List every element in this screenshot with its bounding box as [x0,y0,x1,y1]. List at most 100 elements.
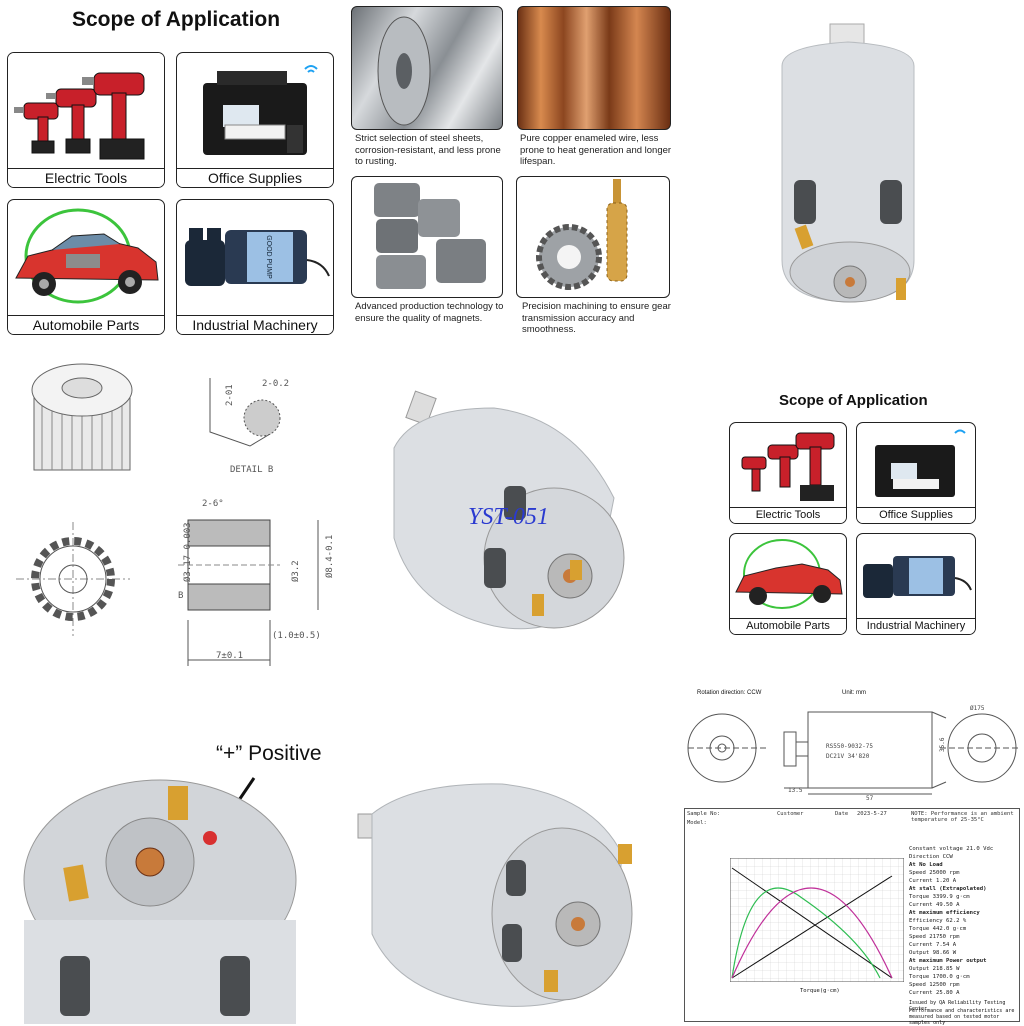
report-footer-1: Issued by QA Reliability Testing Center [909,1000,1006,1012]
spec-label: Speed [909,982,926,988]
spec-value: 1.20 A [932,878,957,884]
spec-label: Output [909,966,930,972]
spec-label: Torque [909,974,930,980]
spec-value: CCW [939,854,953,860]
spec-row: At stall (Extrapolated) [909,886,986,892]
drawing-dim-dia: 35.6 [939,737,946,752]
spec-row: Speed 25000 rpm [909,870,960,876]
material-caption-magnet: Advanced production technology to ensure… [355,301,504,324]
gear-front-view [16,522,130,636]
spec-value: 21750 rpm [925,934,960,940]
spec-value: 1700.0 g·cm [929,974,970,980]
spec-value: 62.2 % [942,918,967,924]
spec-row: Output 218.85 W [909,966,960,972]
side-dim-inner: Ø3.2 [290,560,301,582]
spec-row: Torque 3399.9 g·cm [909,894,970,900]
mid-label-industrial-machinery: Industrial Machinery [857,618,975,634]
mid-card-office-supplies: Office Supplies [856,422,976,524]
side-dim-bore: Ø3.17-0.003 [182,522,193,582]
spec-label: At No Load [909,862,943,868]
watermark-text: YST-051 [468,504,549,530]
spec-row: Direction CCW [909,854,953,860]
material-gear-image [516,176,670,298]
chart-x-axis-label: Torque(g·cm) [800,988,840,994]
spec-label: Current [909,878,933,884]
app-label-automobile-parts: Automobile Parts [8,315,164,334]
spec-value: 442.0 g·cm [929,926,967,932]
material-caption-steel: Strict selection of steel sheets, corros… [355,133,501,167]
spec-value: 25.80 A [932,990,960,996]
gear-detail-drawing: 2-0.2 2-01 DETAIL B [209,378,289,475]
drawing-dim-length: 57 [866,795,874,800]
app-label-electric-tools: Electric Tools [8,168,164,187]
spec-label: Efficiency [909,918,943,924]
spec-row: Current 49.50 A [909,902,960,908]
report-date-value: 2023-5-27 [857,811,887,817]
performance-chart [730,858,904,982]
spec-label: At maximum efficiency [909,910,980,916]
scope-title-top: Scope of Application [72,8,281,31]
spec-row: Constant voltage 21.0 Vdc [909,846,993,852]
spec-row: Torque 442.0 g·cm [909,926,966,932]
gear-side-section: 2-6° Ø3.17-0.003 Ø3.2 Ø8.4-0.1 (1.0±0.5)… [178,499,334,666]
spec-value: 7.54 A [932,942,957,948]
report-model: Model: [687,820,707,826]
spec-row: Current 25.80 A [909,990,960,996]
mid-card-automobile-parts: Automobile Parts [729,533,847,635]
material-caption-gear: Precision machining to ensure gear trans… [522,301,671,335]
app-label-industrial-machinery: Industrial Machinery [177,315,333,334]
drawing-model: RS550-9032-75 [826,743,873,750]
spec-value: 21.0 Vdc [962,846,994,852]
side-dim-outer: Ø8.4-0.1 [324,535,334,578]
car-image [15,208,159,304]
spec-row: Efficiency 62.2 % [909,918,966,924]
material-steel-image [351,6,503,130]
spec-label: Torque [909,894,930,900]
spec-label: Speed [909,870,926,876]
motor-closeup-positive [23,777,297,1024]
report-customer: Customer [777,811,804,817]
drawing-dim-hole: Ø175 [970,705,985,712]
spec-value: 218.85 W [929,966,960,972]
spec-value: 98.66 W [929,950,957,956]
svg-text:GOOD PUMP: GOOD PUMP [265,235,272,279]
side-dim-offset: (1.0±0.5) [272,631,321,641]
spec-label: Current [909,990,933,996]
gear-3d-render [31,363,133,471]
motor-photo-bottom [357,783,633,1007]
spec-row: At No Load [909,862,943,868]
spec-row: Speed 12500 rpm [909,982,960,988]
spec-label: Current [909,902,933,908]
spec-value: 12500 rpm [925,982,960,988]
mid-label-office-supplies: Office Supplies [857,507,975,523]
spec-label: At stall (Extrapolated) [909,886,987,892]
spec-label: Direction [909,854,940,860]
spec-row: Current 1.20 A [909,878,956,884]
spec-row: Torque 1700.0 g·cm [909,974,970,980]
spec-row: At maximum Power output [909,958,986,964]
spec-row: Speed 21750 rpm [909,934,960,940]
unit-label: Unit: mm [842,690,866,696]
side-dim-angle: 2-6° [202,499,224,509]
spec-label: Output [909,950,930,956]
material-copper-image [517,6,671,130]
detail-dim-2: 2-01 [225,384,235,406]
app-label-office-supplies: Office Supplies [177,168,333,187]
report-footer-2: Performance and characteristics are meas… [909,1008,1015,1026]
rotation-label: Rotation direction: CCW [697,690,762,696]
spec-label: Current [909,942,933,948]
pump-image: GOOD PUMP [185,228,330,286]
positive-label: “+” Positive [216,742,322,765]
detail-label: DETAIL B [230,465,273,475]
motor-photo-top-right [781,23,915,303]
scope-title-mid: Scope of Application [779,392,928,409]
printer-image [203,65,318,155]
detail-dim-1: 2-0.2 [262,379,289,389]
drawing-spec: DC21V 34'820 [826,753,870,760]
spec-label: Speed [909,934,926,940]
mid-card-electric-tools: Electric Tools [729,422,847,524]
spec-row: Current 7.54 A [909,942,956,948]
app-card-electric-tools: Electric Tools [7,52,165,188]
motor-dimension-drawing: RS550-9032-75 DC21V 34'820 57 13.5 35.6 … [687,705,1020,800]
drawing-dim-shaft: 13.5 [788,787,803,794]
